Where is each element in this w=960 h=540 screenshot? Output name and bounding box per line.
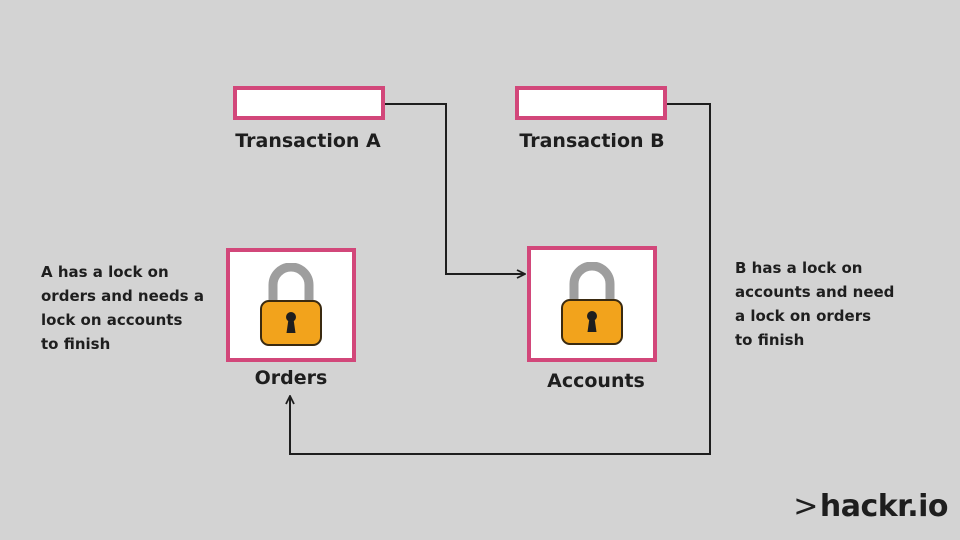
transaction-a-label: Transaction A [235, 130, 381, 152]
hackr-logo: > hackr.io [793, 489, 948, 524]
accounts-label: Accounts [547, 370, 645, 392]
note-transaction-b: B has a lock on accounts and need a lock… [735, 259, 895, 349]
arrow-a-to-accounts [385, 103, 524, 274]
transaction-b-label: Transaction B [519, 130, 665, 152]
orders-label: Orders [254, 367, 328, 389]
padlock-icon [561, 262, 623, 345]
arrow-b-to-orders [290, 103, 711, 455]
transaction-a-box [233, 86, 385, 120]
logo-text: hackr.io [819, 489, 949, 524]
note-transaction-a: A has a lock on orders and needs a lock … [41, 263, 204, 353]
transaction-b-box [515, 86, 667, 120]
orders-lock-box [226, 248, 356, 362]
logo-chevron: > [793, 489, 818, 524]
padlock-icon [260, 263, 322, 346]
accounts-lock-box [527, 246, 657, 362]
